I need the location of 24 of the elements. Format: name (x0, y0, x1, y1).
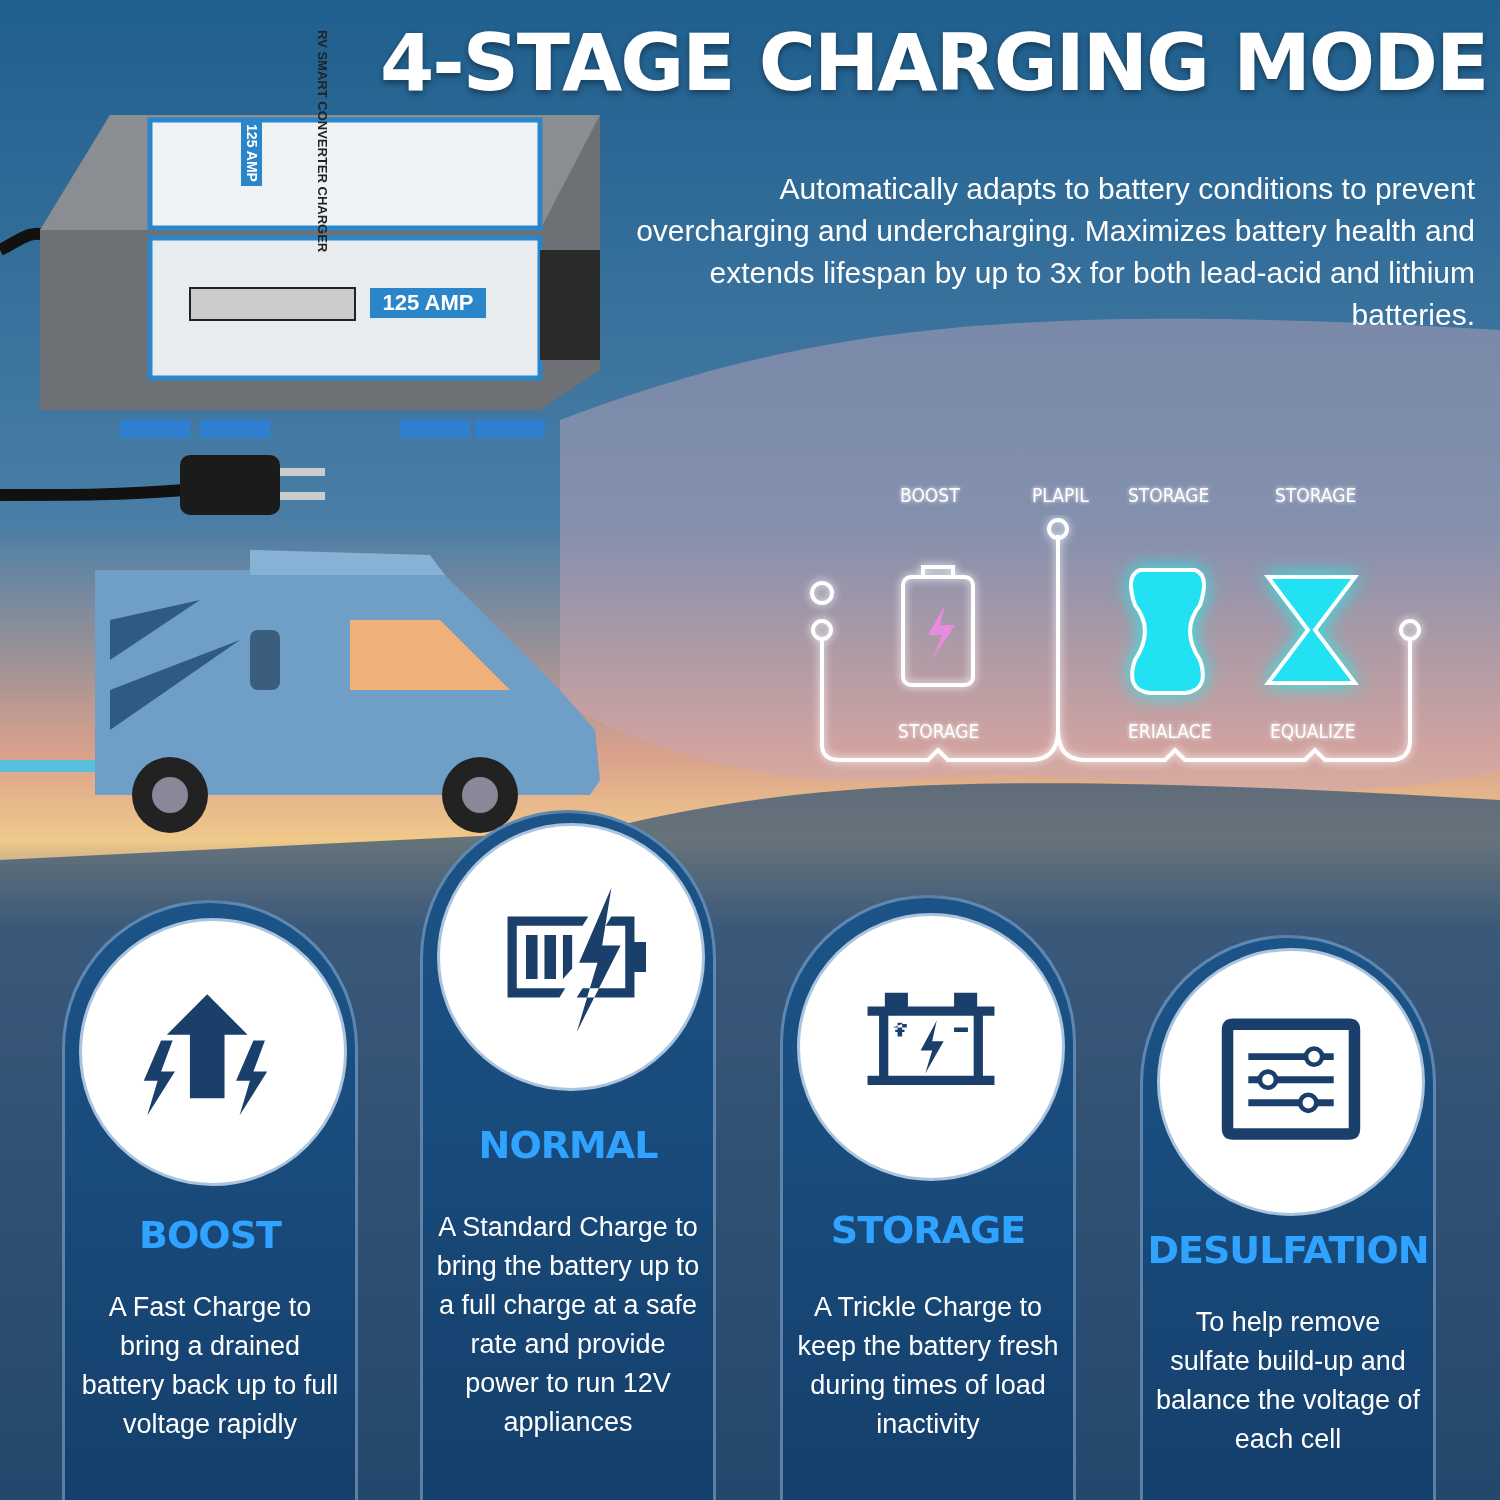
stage-title: BOOST (138, 1213, 283, 1257)
stage-card (62, 900, 358, 1500)
stage-label: PLAPIL (1032, 484, 1089, 506)
stage-card (780, 895, 1076, 1500)
stage-description: A Trickle Charge to keep the battery fresh during times of load inactivity (796, 1291, 1060, 1441)
stage-title: STORAGE (829, 1208, 1027, 1252)
stage-label: ERIALACE (1128, 720, 1212, 742)
page-title: 4-STAGE CHARGING MODE (380, 18, 1488, 108)
stage-title: NORMAL (477, 1123, 659, 1167)
stage-description: To help remove sulfate build-up and balance the voltage of each cell (1155, 1306, 1421, 1456)
stage-description: A Fast Charge to bring a drained battery back up to full voltage rapidly (80, 1291, 340, 1441)
stage-label: BOOST (900, 484, 960, 506)
stage-label: STORAGE (898, 720, 980, 742)
stage-label: EQUALIZE (1270, 720, 1356, 742)
amperage-label: 125 AMP (370, 288, 486, 319)
stage-title: DESULFATION (1146, 1228, 1430, 1272)
stage-card (420, 810, 716, 1500)
stage-label: STORAGE (1128, 484, 1210, 506)
amperage-label: 125 AMP (241, 120, 262, 186)
stage-card (1140, 935, 1436, 1500)
product-label-text: RV SMART CONVERTER CHARGER (314, 30, 330, 255)
stage-description: A Standard Charge to bring the battery up to a full charge at a safe rate and provide power to run 12V appliances (435, 1211, 701, 1439)
stage-label: STORAGE (1275, 484, 1357, 506)
description-text: Automatically adapts to battery conditions to prevent overcharging and undercharging. Maximizes battery health and extends lifespan by up to 3x for both lead-acid and lithium batteries. (635, 171, 1475, 333)
